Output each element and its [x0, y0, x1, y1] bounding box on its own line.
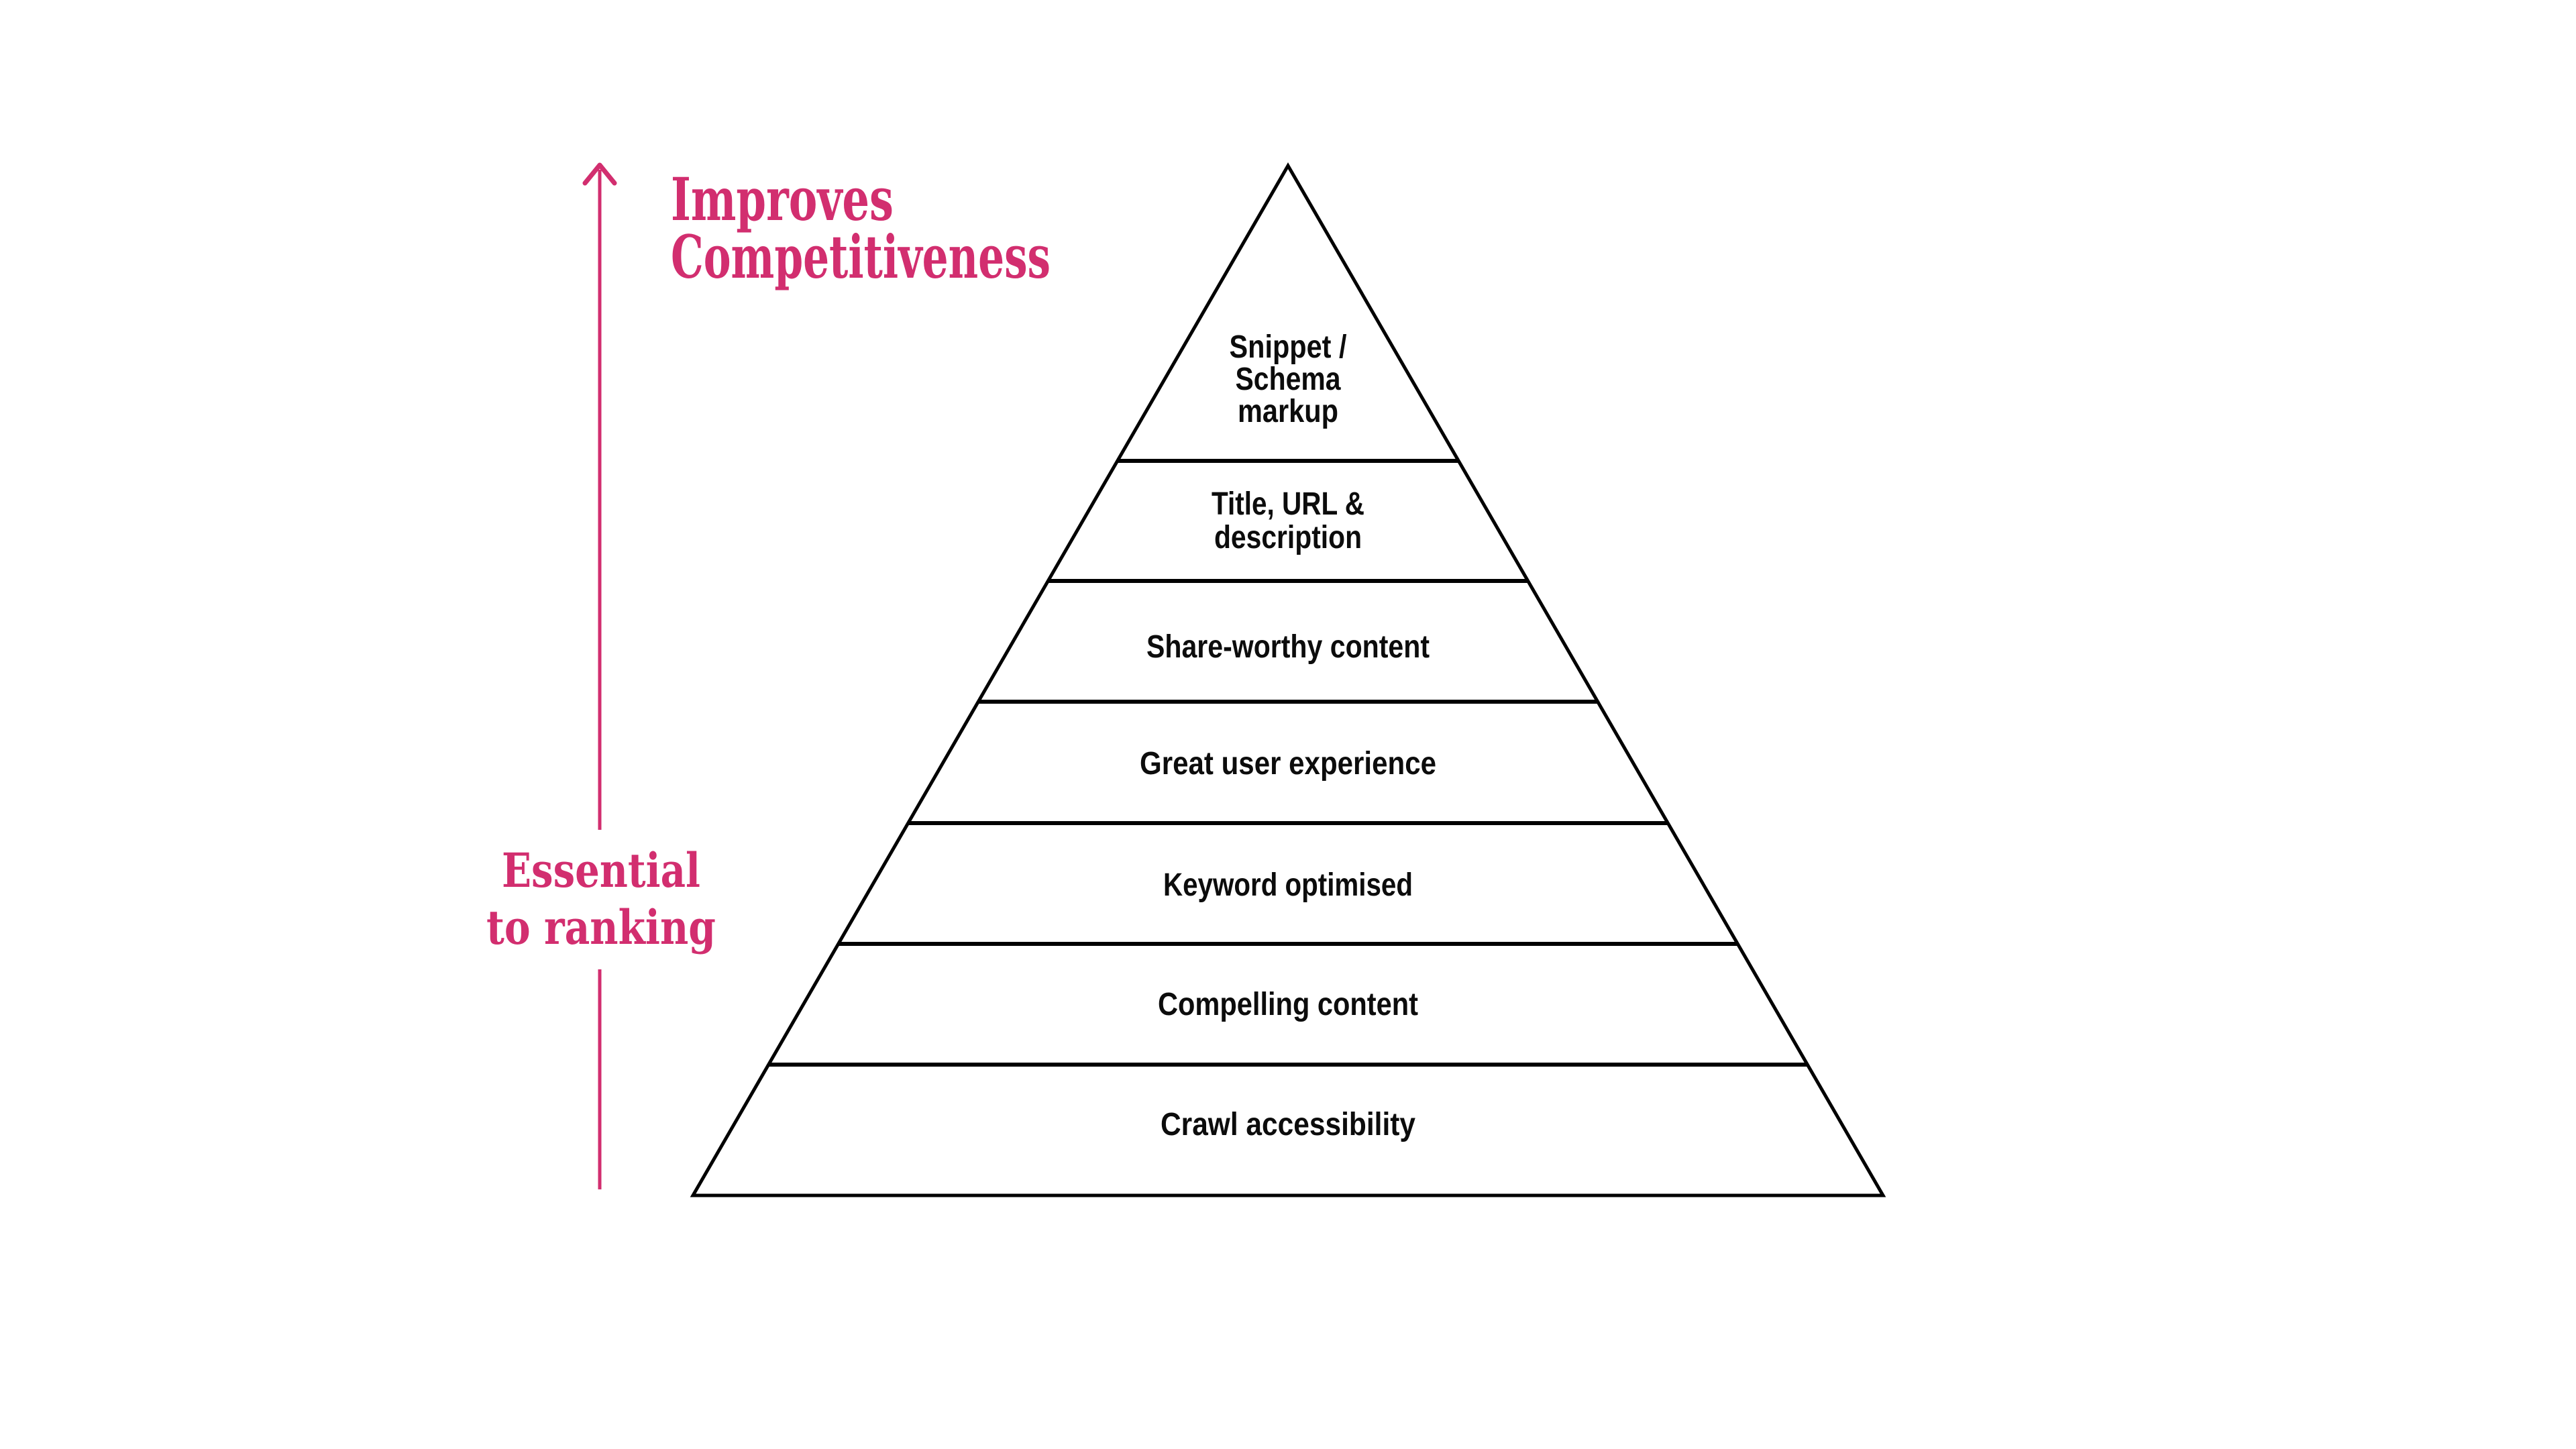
- level-2-label-line1: Title, URL &: [1212, 486, 1364, 522]
- level-7-label: Crawl accessibility: [1161, 1107, 1415, 1142]
- level-2-label-line2: description: [1214, 520, 1362, 555]
- level-5-label: Keyword optimised: [1163, 867, 1413, 903]
- essential-to-ranking-line1: Essential: [502, 843, 700, 898]
- up-arrow: [582, 162, 617, 1189]
- improves-competitiveness-line1: Improves: [671, 164, 894, 234]
- pyramid-level-labels: Snippet / Schema markup Title, URL & des…: [1140, 329, 1436, 1142]
- level-6-label: Compelling content: [1158, 987, 1418, 1022]
- level-3-label: Share-worthy content: [1146, 629, 1430, 665]
- essential-to-ranking-line2: to ranking: [486, 900, 716, 955]
- level-1-label-line3: markup: [1238, 394, 1338, 429]
- essential-to-ranking-label: Essential to ranking: [486, 843, 716, 955]
- level-1-label-line2: Schema: [1236, 362, 1341, 397]
- improves-competitiveness-line2: Competitiveness: [671, 222, 1051, 292]
- level-1-label-line1: Snippet /: [1230, 329, 1347, 365]
- level-4-label: Great user experience: [1140, 746, 1436, 782]
- up-arrow-head-icon: [582, 162, 617, 186]
- pyramid-outline: [690, 162, 1886, 1197]
- improves-competitiveness-label: Improves Competitiveness: [671, 164, 1051, 292]
- pyramid-dividers: [769, 459, 1807, 1067]
